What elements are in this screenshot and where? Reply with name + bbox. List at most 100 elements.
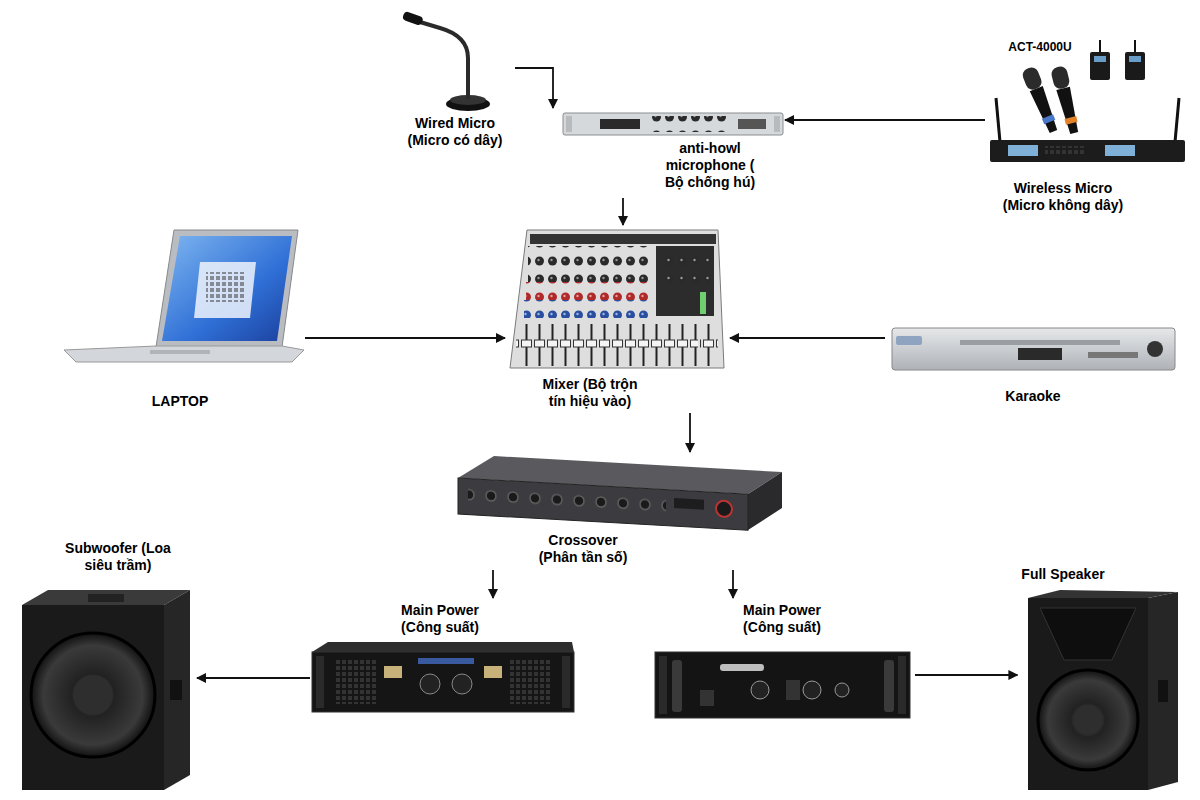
amp-knob — [803, 681, 821, 699]
signal-arrow — [785, 119, 985, 121]
amp-front — [655, 652, 910, 718]
amp-logo — [720, 664, 764, 671]
dust-cap — [1073, 705, 1103, 735]
channel-knobs — [526, 282, 652, 300]
mixer-body — [510, 230, 724, 368]
crossover-front — [458, 478, 748, 530]
rack-ear — [562, 656, 570, 708]
device-node: Mixer (Bộ trộn tín hiệu vào) — [505, 225, 730, 413]
mic-head — [402, 11, 424, 26]
karaoke-player — [892, 328, 1175, 370]
amp-handle — [672, 660, 682, 712]
woofer-cone — [31, 633, 155, 757]
rack-body — [563, 113, 783, 135]
device-node: Main Power (Công suất) — [650, 598, 915, 720]
button-row — [738, 119, 766, 129]
channel-faders — [516, 320, 698, 366]
laptop-base — [64, 346, 304, 362]
device-node: Karaoke — [885, 320, 1180, 410]
amp-handle — [884, 660, 894, 712]
device-node: LAPTOP — [60, 225, 305, 415]
signal-arrow — [622, 198, 624, 225]
signal-arrow — [492, 570, 494, 598]
device-node: Subwoofer (Loa siêu trầm) — [15, 536, 197, 793]
dust-cap — [73, 675, 113, 715]
laptop-notch — [150, 350, 210, 354]
receiver-display — [1105, 145, 1135, 156]
crossover-switches — [674, 498, 704, 510]
amp-knob — [420, 674, 440, 694]
amp-meter — [384, 666, 402, 678]
device-label: anti-howl microphone ( Bộ chống hú) — [657, 140, 763, 191]
wired-microphone — [402, 11, 490, 111]
crossover-logo — [716, 500, 732, 517]
signal-arrow — [730, 337, 885, 339]
amp-leds — [786, 680, 800, 700]
bodypack-transmitter — [1125, 40, 1145, 80]
cabinet-handle — [1158, 680, 1168, 702]
power-switch — [700, 690, 714, 706]
amp-knob — [751, 681, 769, 699]
device-node: ACT-4000U Wireless Micro (Micro không dây… — [985, 36, 1185, 218]
amp-knob — [835, 683, 849, 697]
channel-knobs — [528, 246, 652, 282]
device-node: Wired Micro (Micro có dây) — [395, 10, 515, 155]
laptop-screen — [162, 236, 292, 341]
amp-meter — [484, 666, 502, 678]
amp-knob — [452, 674, 472, 694]
device-label: Main Power (Công suất) — [738, 602, 826, 636]
device-label: Main Power (Công suất) — [396, 602, 484, 636]
player-display — [1018, 348, 1062, 360]
subwoofer-speaker — [22, 590, 190, 790]
rack-ear — [659, 656, 667, 714]
signal-arrow — [515, 68, 553, 108]
rack-ear — [898, 656, 906, 714]
signal-arrow — [689, 413, 691, 452]
cabinet-handle — [170, 680, 182, 700]
device-label: Wireless Micro (Micro không dây) — [1000, 180, 1126, 214]
device-label: Crossover (Phân tần số) — [535, 532, 631, 566]
rack-ear — [774, 116, 780, 132]
amp-vent — [336, 660, 376, 704]
anti-howl-unit — [563, 113, 783, 135]
cabinet-side — [164, 590, 190, 790]
cabinet-socket — [88, 594, 124, 602]
receiver-controls — [1045, 146, 1085, 155]
display-window — [600, 119, 640, 129]
receiver-body — [990, 140, 1185, 162]
horn-tweeter — [1040, 608, 1136, 660]
laptop-lid — [156, 230, 298, 347]
power-amplifier — [312, 642, 574, 712]
audio-mixer — [510, 230, 724, 368]
bodypack-transmitter — [1090, 40, 1110, 80]
power-amplifier — [655, 652, 910, 718]
cabinet-top — [1028, 590, 1178, 598]
player-body — [892, 328, 1175, 370]
antenna — [996, 98, 1000, 142]
input-jacks — [530, 234, 716, 244]
crossover-unit — [458, 456, 782, 530]
crossover-knobs — [468, 479, 666, 526]
disc-tray — [960, 340, 1120, 345]
master-section — [656, 246, 714, 316]
device-label: Full Speaker — [1021, 566, 1104, 583]
start-menu — [194, 262, 256, 318]
amp-vent — [510, 660, 550, 704]
rack-ear — [566, 116, 572, 132]
signal-arrow — [197, 677, 310, 679]
channel-knobs — [524, 300, 652, 318]
amp-top — [312, 642, 574, 652]
cabinet-front — [1028, 598, 1148, 790]
signal-arrow — [732, 570, 734, 598]
device-node: anti-howl microphone ( Bộ chống hú) — [545, 108, 785, 198]
device-label: Mixer (Bộ trộn tín hiệu vào) — [534, 376, 646, 410]
device-label: ACT-4000U — [1008, 40, 1071, 54]
app-icons — [206, 272, 244, 302]
jog-button — [1147, 341, 1163, 357]
control-knobs — [650, 116, 730, 132]
level-meter — [700, 292, 706, 314]
full-range-speaker — [1028, 590, 1178, 790]
device-node: Main Power (Công suất) — [310, 598, 578, 716]
handheld-mic — [1050, 65, 1082, 135]
